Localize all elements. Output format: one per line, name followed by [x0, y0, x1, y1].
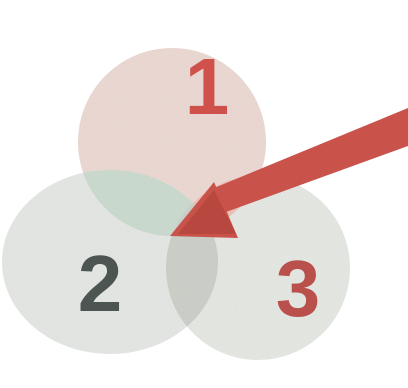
circle-3-label: 3	[276, 244, 321, 333]
circle-2-label: 2	[78, 239, 123, 328]
circle-1-label: 1	[185, 42, 230, 131]
